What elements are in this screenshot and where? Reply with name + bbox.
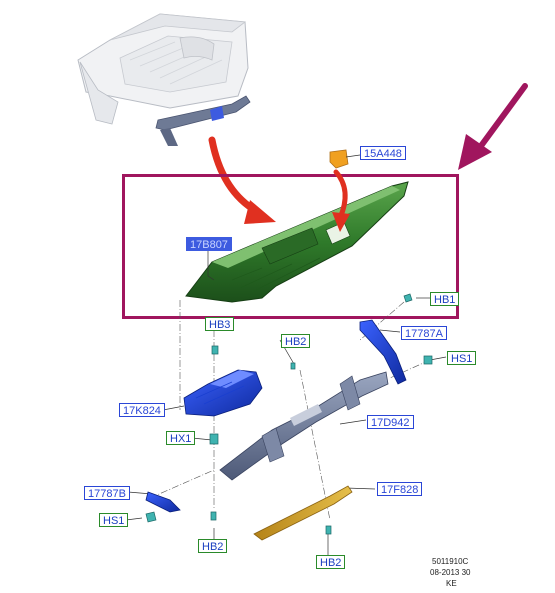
bracket-17787b (145, 491, 181, 513)
callout-hb1[interactable]: HB1 (430, 292, 460, 306)
callout-17787b[interactable]: 17787B (84, 486, 130, 500)
callout-hb2-bottom[interactable]: HB2 (316, 555, 346, 569)
callout-hb2-top[interactable]: HB2 (281, 334, 311, 348)
callout-hx1[interactable]: HX1 (166, 431, 196, 445)
callout-hb3[interactable]: HB3 (205, 317, 235, 331)
callout-17d942[interactable]: 17D942 (367, 415, 414, 429)
footer-date: 08-2013 30 (430, 568, 471, 577)
bracket-17787a (359, 319, 407, 385)
red-arrow-icon (208, 136, 276, 224)
fastener-icons (145, 293, 433, 535)
callout-17b807[interactable]: 17B807 (186, 237, 232, 251)
footer-code: 5011910C (432, 557, 469, 566)
footer-suffix: KE (446, 579, 457, 588)
highlight-box (122, 174, 459, 319)
callout-hs1-left[interactable]: HS1 (99, 513, 129, 527)
callout-15a448[interactable]: 15A448 (360, 146, 406, 160)
frame-17d942 (219, 371, 389, 481)
rear-step-17b807 (185, 181, 409, 303)
trim-17f828 (253, 485, 353, 541)
callout-17k824[interactable]: 17K824 (119, 403, 165, 417)
pointer-arrow-icon (458, 83, 528, 170)
callout-17787a[interactable]: 17787A (401, 326, 447, 340)
step-bracket-17k824 (183, 369, 263, 417)
part-15a448-icon (329, 149, 349, 169)
callout-17f828[interactable]: 17F828 (377, 482, 423, 496)
callout-hb2-left[interactable]: HB2 (198, 539, 228, 553)
truck-bed-illustration (77, 13, 251, 146)
callout-hs1-right[interactable]: HS1 (447, 351, 477, 365)
